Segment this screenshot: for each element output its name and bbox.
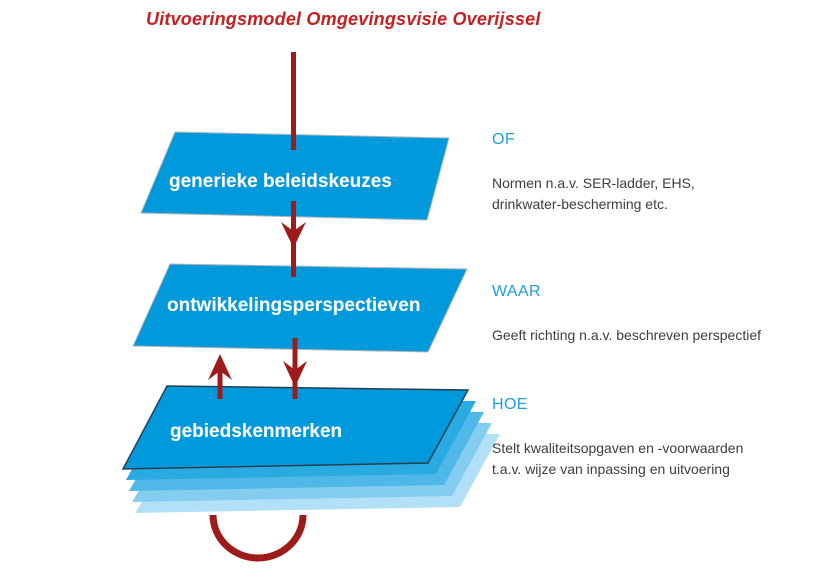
arrow-up-layer3-to-layer2-icon xyxy=(208,354,232,399)
annotation-of: OF Normen n.a.v. SER-ladder, EHS, drinkw… xyxy=(492,131,822,215)
description-line: Geeft richting n.a.v. beschreven perspec… xyxy=(492,327,761,343)
layer-label-gebiedskenmerken: gebiedskenmerken xyxy=(170,421,343,442)
annotation-hoe-description: Stelt kwaliteitsopgaven en -voorwaarden … xyxy=(492,438,822,480)
arrow-down-layer2-to-layer3-icon xyxy=(283,338,307,399)
annotation-hoe: HOE Stelt kwaliteitsopgaven en -voorwaar… xyxy=(492,396,822,480)
annotation-waar-description: Geeft richting n.a.v. beschreven perspec… xyxy=(492,325,822,346)
description-line: drinkwater-bescherming etc. xyxy=(492,196,668,212)
description-line: Normen n.a.v. SER-ladder, EHS, xyxy=(492,175,695,191)
feedback-loop-icon xyxy=(209,514,307,562)
layer-label-ontwikkelingsperspectieven: ontwikkelingsperspectieven xyxy=(167,295,421,316)
keyword-waar: WAAR xyxy=(492,283,542,300)
description-line: Stelt kwaliteitsopgaven en -voorwaarden xyxy=(492,440,744,456)
layer-generieke-beleidskeuzes-shape xyxy=(140,131,450,221)
keyword-hoe: HOE xyxy=(492,396,528,413)
layer-gebiedskenmerken-shape xyxy=(121,385,470,470)
keyword-of: OF xyxy=(492,131,516,148)
annotation-of-description: Normen n.a.v. SER-ladder, EHS, drinkwate… xyxy=(492,173,822,215)
annotation-waar: WAAR Geeft richting n.a.v. beschreven pe… xyxy=(492,283,822,346)
layer-label-generieke-beleidskeuzes: generieke beleidskeuzes xyxy=(169,171,392,192)
arrow-down-layer1-to-layer2-icon xyxy=(281,201,306,277)
diagram-title: Uitvoeringsmodel Omgevingsvisie Overijss… xyxy=(146,9,541,29)
layer-ontwikkelingsperspectieven-shape xyxy=(132,263,468,353)
description-line: t.a.v. wijze van inpassing en uitvoering xyxy=(492,461,730,477)
